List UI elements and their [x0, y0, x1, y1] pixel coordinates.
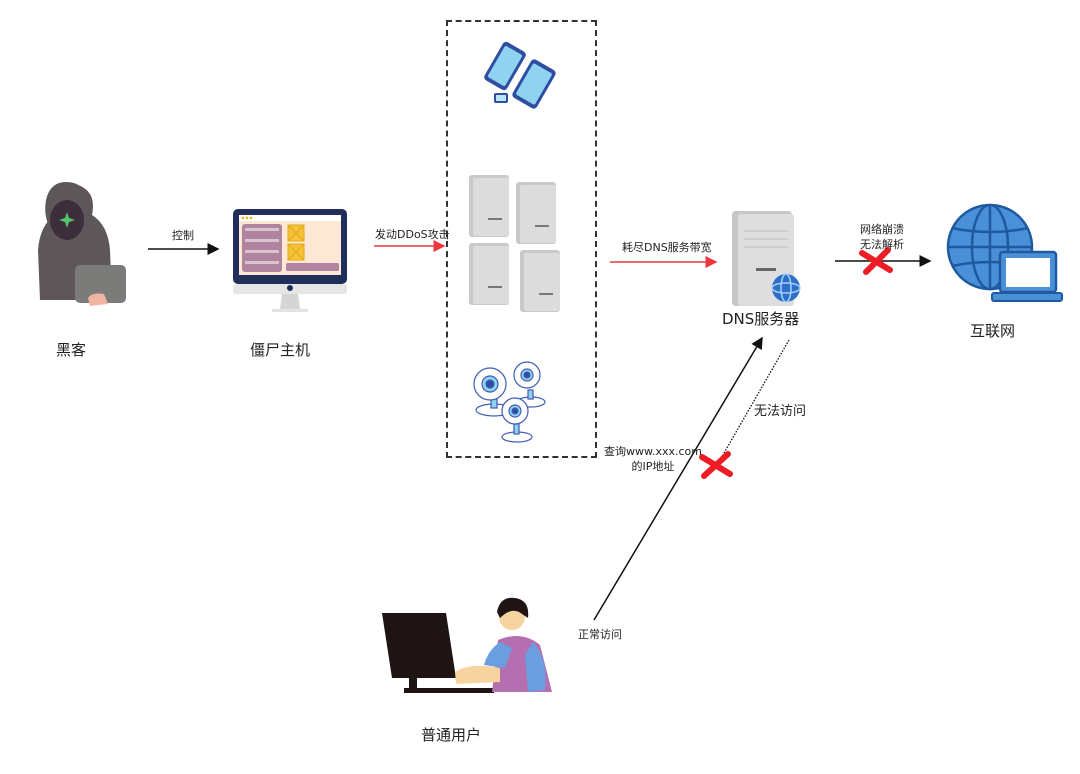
edge-collapse-label-line2: 无法解析 [860, 238, 904, 251]
dns-server-label: DNS服务器 [722, 310, 800, 328]
servers-icon [469, 175, 560, 312]
edge-query-arrow [593, 336, 763, 621]
blocked-x-icon [699, 451, 733, 479]
webcams-icon [473, 361, 546, 443]
edge-query-label-line2: 的IP地址 [631, 460, 675, 473]
zombie-host-icon [233, 209, 347, 312]
dns-server-icon [732, 211, 801, 306]
user-icon [382, 597, 552, 693]
edge-query-label-line1: 查询www.xxx.com [604, 445, 702, 458]
internet-icon [946, 203, 1063, 302]
edge-ddos-label: 发动DDoS攻击 [375, 228, 450, 241]
edge-denied-line [719, 339, 790, 461]
botnet-group-box [446, 20, 597, 458]
edge-collapse-label: 网络崩溃 无法解析 [860, 222, 904, 252]
internet-label: 互联网 [970, 322, 1016, 340]
edge-exhaust-label: 耗尽DNS服务带宽 [622, 241, 712, 254]
edge-collapse-label-line1: 网络崩溃 [860, 223, 904, 236]
hacker-label: 黑客 [56, 341, 87, 359]
blocked-x-icon [859, 247, 893, 275]
hacker-icon [38, 182, 126, 306]
edge-control-label: 控制 [172, 229, 194, 242]
globe-badge-icon [772, 274, 800, 302]
zombie-host-label: 僵尸主机 [250, 341, 311, 359]
mobile-devices-icon [484, 41, 556, 109]
edge-normal-label: 正常访问 [578, 628, 622, 641]
edge-query-label: 查询www.xxx.com 的IP地址 [604, 444, 702, 474]
star-icon [59, 212, 75, 228]
user-label: 普通用户 [421, 726, 482, 744]
edge-denied-label: 无法访问 [754, 404, 807, 419]
